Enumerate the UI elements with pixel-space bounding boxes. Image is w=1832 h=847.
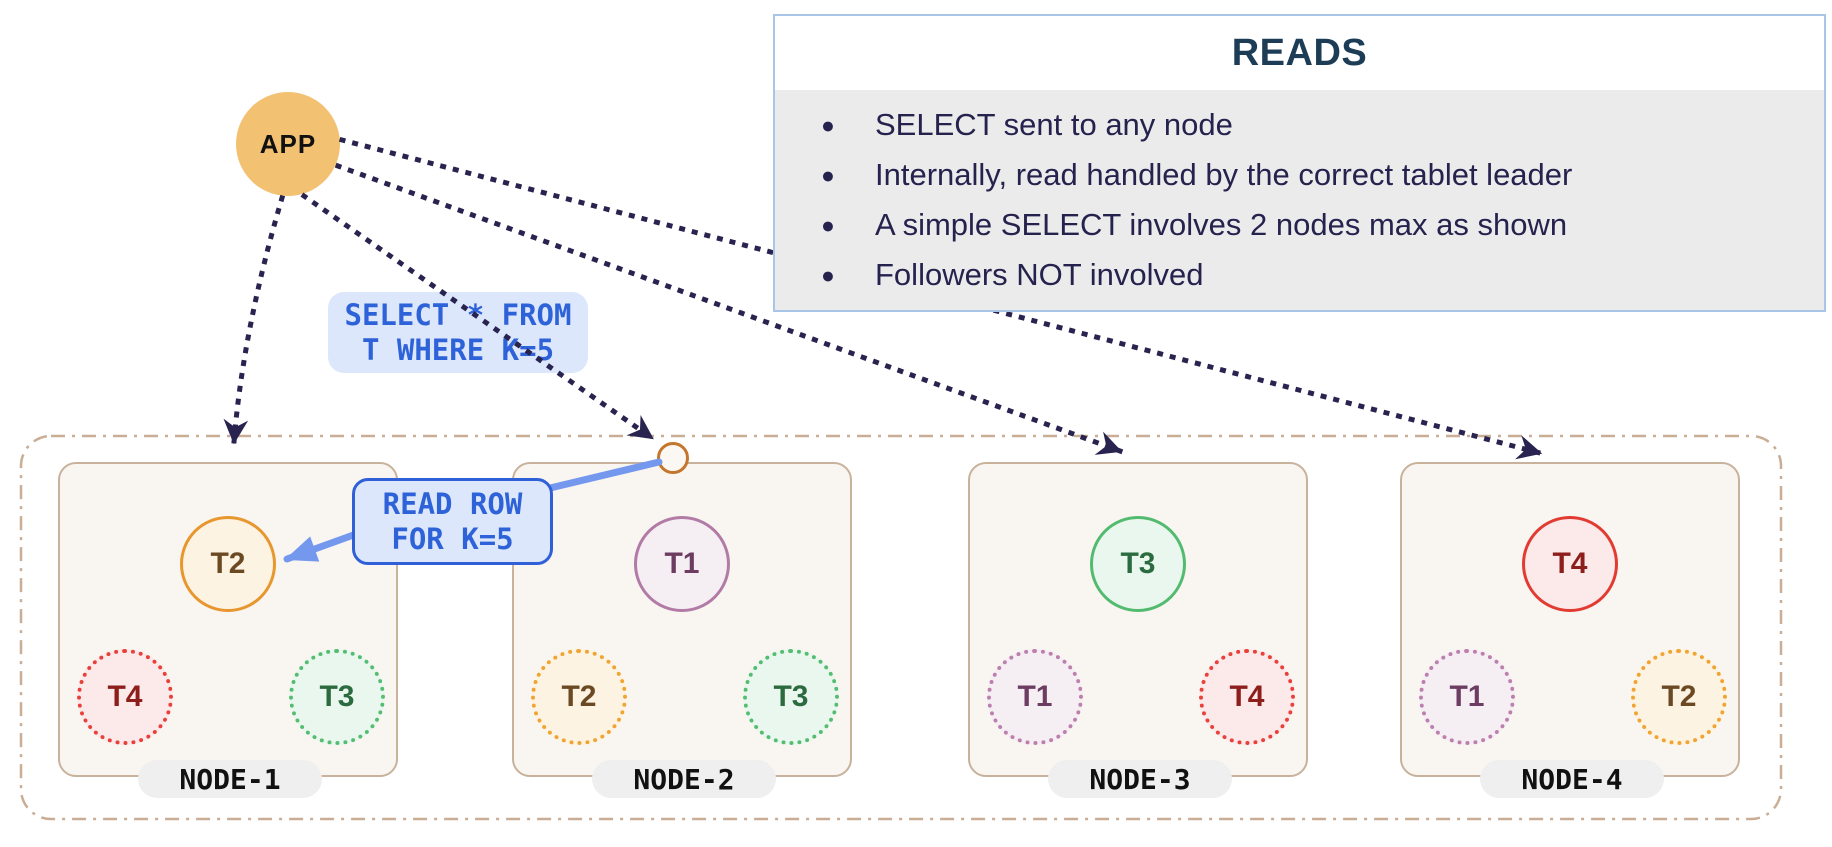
- reads-bullet: Internally, read handled by the correct …: [821, 150, 1824, 200]
- read-row-line2: FOR K=5: [391, 521, 514, 556]
- node-label-pill: NODE-3: [1048, 760, 1232, 798]
- tablet-label: T4: [107, 680, 143, 713]
- reads-panel-body: SELECT sent to any node Internally, read…: [775, 90, 1824, 310]
- node-box-4: T4 T1 T2 NODE-4: [1400, 462, 1740, 798]
- tablet-label: T4: [1552, 547, 1588, 580]
- tablet-follower: T3: [743, 649, 839, 745]
- tablet-follower: T2: [531, 649, 627, 745]
- select-query-line2: T WHERE K=5: [361, 332, 555, 367]
- app-circle: APP: [236, 92, 340, 196]
- tablet-leader: T3: [1090, 516, 1186, 612]
- reads-info-panel: READS SELECT sent to any node Internally…: [773, 14, 1826, 312]
- reads-panel-title: READS: [1231, 31, 1368, 74]
- tablet-label: T4: [1229, 680, 1265, 713]
- node-label-pill: NODE-1: [138, 760, 322, 798]
- tablet-label: T1: [664, 547, 700, 580]
- tablet-label: T1: [1017, 680, 1053, 713]
- arrow-app-to-node1: [223, 194, 286, 445]
- app-label: APP: [259, 128, 317, 159]
- tablet-follower: T4: [1199, 649, 1295, 745]
- tablet-label: T2: [1661, 680, 1697, 713]
- tablet-leader: T2: [180, 516, 276, 612]
- read-row-line1: READ ROW: [382, 486, 523, 521]
- reads-bullet: A simple SELECT involves 2 nodes max as …: [821, 200, 1824, 250]
- select-query-label: SELECT * FROM T WHERE K=5: [328, 292, 588, 373]
- tablet-leader: T4: [1522, 516, 1618, 612]
- reads-bullet: SELECT sent to any node: [821, 100, 1824, 150]
- node-label-pill: NODE-4: [1480, 760, 1664, 798]
- node-box-1: T2 T4 T3 NODE-1: [58, 462, 398, 798]
- node-box-3: T3 T1 T4 NODE-3: [968, 462, 1308, 798]
- select-query-line1: SELECT * FROM: [344, 297, 572, 332]
- tablet-label: T3: [773, 680, 809, 713]
- tablet-router-circle: [657, 442, 689, 474]
- tablet-label: T1: [1449, 680, 1485, 713]
- node-label-pill: NODE-2: [592, 760, 776, 798]
- tablet-follower: T2: [1631, 649, 1727, 745]
- tablet-follower: T4: [77, 649, 173, 745]
- tablet-follower: T1: [1419, 649, 1515, 745]
- read-row-label: READ ROW FOR K=5: [352, 478, 553, 565]
- tablet-follower: T3: [289, 649, 385, 745]
- tablet-label: T3: [1120, 547, 1156, 580]
- node-box-2: T1 T2 T3 NODE-2: [512, 462, 852, 798]
- tablet-label: T2: [210, 547, 246, 580]
- tablet-label: T3: [319, 680, 355, 713]
- tablet-leader: T1: [634, 516, 730, 612]
- tablet-follower: T1: [987, 649, 1083, 745]
- tablet-label: T2: [561, 680, 597, 713]
- reads-bullet: Followers NOT involved: [821, 250, 1824, 300]
